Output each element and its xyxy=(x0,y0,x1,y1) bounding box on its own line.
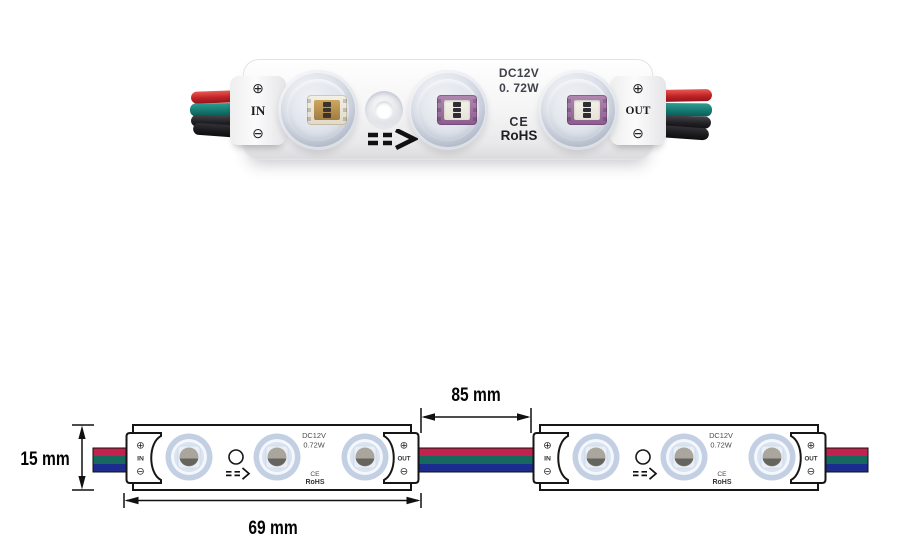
minus-terminal-icon: ⊖ xyxy=(252,125,264,141)
plus-terminal-icon: ⊕ xyxy=(252,80,264,96)
plus-terminal-icon: ⊕ xyxy=(400,441,408,452)
led-die xyxy=(323,113,331,118)
plus-terminal-icon: ⊕ xyxy=(543,441,551,452)
plus-terminal-icon: ⊕ xyxy=(807,441,815,452)
length-value: 69 mm xyxy=(248,517,297,539)
chip-core xyxy=(444,100,470,120)
diagram-module-1: DC12V 0.72W CE RoHS ⊕ IN ⊖ ⊕ OUT ⊖ xyxy=(125,424,420,491)
diagram-out-label: OUT xyxy=(397,456,410,463)
output-end-cap: ⊕ OUT ⊖ xyxy=(610,76,666,145)
diagram-led xyxy=(341,433,389,481)
led-die xyxy=(323,107,331,113)
diagram-flow-arrow xyxy=(226,467,251,480)
diagram-flow-arrow xyxy=(633,467,658,480)
wattage-label: 0. 72W xyxy=(499,81,539,95)
diagram-ce-mark: CE xyxy=(310,471,320,478)
product-photo: ⊕ IN ⊖ ⊕ OUT ⊖ xyxy=(189,59,713,160)
out-label: OUT xyxy=(625,104,651,117)
diagram-voltage-label: DC12V xyxy=(709,431,733,440)
wire-ribbon-left xyxy=(92,447,131,473)
flow-direction-arrow xyxy=(368,129,418,151)
led-die xyxy=(583,107,591,113)
diagram-rohs-mark: RoHS xyxy=(305,479,324,486)
spacing-value: 85 mm xyxy=(451,385,500,405)
led-lens-1 xyxy=(278,70,358,150)
input-end-cap: ⊕ IN ⊖ xyxy=(230,76,286,145)
led-dome xyxy=(287,79,349,141)
minus-terminal-icon: ⊖ xyxy=(807,467,815,478)
diagram-led xyxy=(253,433,301,481)
dimension-height: 15 mm xyxy=(20,424,94,491)
chip-core xyxy=(314,100,340,120)
diagram-wattage-label: 0.72W xyxy=(303,441,324,450)
diagram-led xyxy=(748,433,796,481)
diagram-rohs-mark: RoHS xyxy=(712,479,731,486)
led-die xyxy=(453,102,461,107)
led-lens-3 xyxy=(538,70,618,150)
mounting-hole xyxy=(365,91,403,129)
diagram-in-label: IN xyxy=(137,456,144,463)
diagram-wattage-label: 0.72W xyxy=(710,441,731,450)
diagram-module-2: DC12V 0.72W CE RoHS ⊕ IN ⊖ ⊕ OUT ⊖ xyxy=(532,424,827,491)
minus-terminal-icon: ⊖ xyxy=(136,467,144,478)
diagram-mounting-hole xyxy=(635,449,651,465)
plus-terminal-icon: ⊕ xyxy=(136,441,144,452)
led-dome xyxy=(417,79,479,141)
dimension-length: 69 mm xyxy=(123,493,422,539)
led-die xyxy=(583,102,591,107)
minus-terminal-icon: ⊖ xyxy=(543,467,551,478)
diagram-led xyxy=(660,433,708,481)
dimension-diagram: DC12V 0.72W CE RoHS ⊕ IN ⊖ ⊕ OUT ⊖ xyxy=(20,385,869,539)
diagram-mounting-hole xyxy=(228,449,244,465)
dimension-spacing: 85 mm xyxy=(420,385,532,433)
led-die xyxy=(583,113,591,118)
height-value: 15 mm xyxy=(20,448,69,470)
rohs-mark: RoHS xyxy=(500,128,538,143)
chip-core xyxy=(574,100,600,120)
minus-terminal-icon: ⊖ xyxy=(400,467,408,478)
led-die xyxy=(453,113,461,118)
diagram-ce-mark: CE xyxy=(717,471,727,478)
diagram-in-label: IN xyxy=(544,456,551,463)
smd5050-chip xyxy=(307,95,347,125)
wire-ribbon-middle xyxy=(416,447,536,473)
diagram-out-label: OUT xyxy=(804,456,817,463)
diagram-voltage-label: DC12V xyxy=(302,431,326,440)
led-dome xyxy=(547,79,609,141)
led-die xyxy=(323,102,331,107)
voltage-label: DC12V xyxy=(498,66,540,80)
led-die xyxy=(453,107,461,113)
plus-terminal-icon: ⊕ xyxy=(632,80,644,96)
wire-ribbon-right xyxy=(823,447,869,473)
led-lens-2 xyxy=(408,70,488,150)
diagram-led xyxy=(165,433,213,481)
ce-mark: CE xyxy=(509,115,529,129)
smd5050-chip xyxy=(437,95,477,125)
diagram-led xyxy=(572,433,620,481)
smd5050-chip xyxy=(567,95,607,125)
mounting-hole-center xyxy=(375,101,393,119)
wire-red-right xyxy=(657,89,713,102)
minus-terminal-icon: ⊖ xyxy=(632,125,644,141)
in-label: IN xyxy=(250,102,266,118)
